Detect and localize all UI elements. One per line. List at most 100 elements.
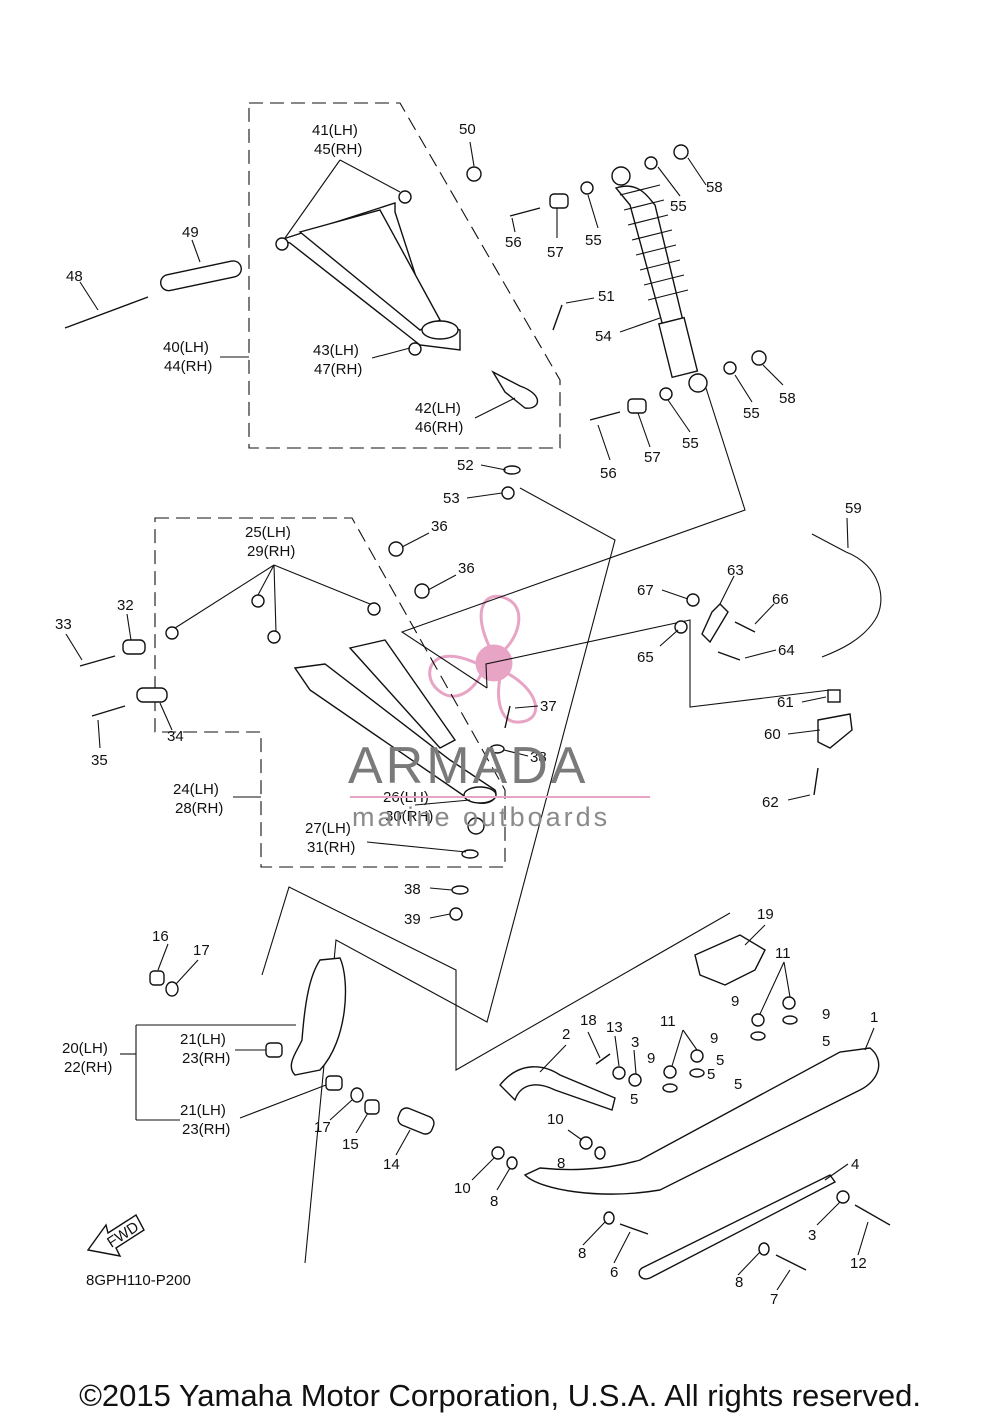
label-8c: 8 — [578, 1245, 586, 1262]
label-30: 30(RH) — [385, 808, 433, 825]
label-33: 33 — [55, 616, 72, 633]
nut-36b — [414, 583, 430, 599]
clip-61 — [827, 689, 841, 703]
label-61: 61 — [777, 694, 794, 711]
collar-55-top — [580, 181, 594, 195]
label-38b: 38 — [404, 881, 421, 898]
spindle-20 — [290, 957, 347, 1076]
label-16: 16 — [152, 928, 169, 945]
label-17b: 17 — [314, 1119, 331, 1136]
collar-29b — [267, 630, 281, 644]
bolt-56-bot — [589, 411, 621, 421]
label-8d: 8 — [735, 1274, 743, 1291]
washer-17b — [350, 1087, 364, 1103]
bolt-48 — [64, 296, 149, 329]
ski-1 — [523, 1047, 880, 1195]
label-9b: 9 — [822, 1006, 830, 1023]
lower-a-arm — [293, 639, 497, 804]
nut-11d — [782, 996, 796, 1010]
label-15: 15 — [342, 1136, 359, 1153]
label-22: 22(RH) — [64, 1059, 112, 1076]
label-53: 53 — [443, 490, 460, 507]
label-23a: 23(RH) — [182, 1050, 230, 1067]
bushing-57-top — [549, 193, 569, 209]
label-35: 35 — [91, 752, 108, 769]
label-55a: 55 — [585, 232, 602, 249]
label-41: 41(LH) — [312, 122, 358, 139]
nut-11a — [663, 1065, 677, 1079]
label-31: 31(RH) — [307, 839, 355, 856]
label-45: 45(RH) — [314, 141, 362, 158]
upper-a-arm — [277, 202, 461, 351]
label-32: 32 — [117, 597, 134, 614]
label-64: 64 — [778, 642, 795, 659]
label-36a: 36 — [431, 518, 448, 535]
label-46: 46(RH) — [415, 419, 463, 436]
collar-29 — [367, 602, 381, 616]
fwd-arrow-icon — [86, 1214, 145, 1257]
nut-58-top — [673, 144, 689, 160]
nut-11b — [690, 1049, 704, 1063]
washer-9a — [662, 1083, 678, 1093]
label-28: 28(RH) — [175, 800, 223, 817]
label-34: 34 — [167, 728, 184, 745]
nut-10b — [491, 1146, 505, 1160]
washer-17a — [165, 981, 179, 997]
label-38a: 38 — [530, 749, 547, 766]
label-7: 7 — [770, 1291, 778, 1308]
label-9d: 9 — [647, 1050, 655, 1067]
bushing-57-bot — [627, 398, 647, 414]
bolt-12 — [854, 1204, 891, 1226]
label-57a: 57 — [547, 244, 564, 261]
label-52: 52 — [457, 457, 474, 474]
label-9c: 9 — [710, 1030, 718, 1047]
label-58a: 58 — [706, 179, 723, 196]
label-8a: 8 — [557, 1155, 565, 1172]
bolt-7 — [775, 1254, 807, 1271]
ball-joint-27 — [467, 817, 485, 835]
bushing-21a — [265, 1042, 283, 1058]
washer-9b — [689, 1068, 705, 1078]
nut-58-bot — [751, 350, 767, 366]
label-23b: 23(RH) — [182, 1121, 230, 1138]
shock-absorber — [611, 166, 708, 393]
shaft-14 — [397, 1107, 435, 1135]
label-40: 40(LH) — [163, 339, 209, 356]
nut-11c — [751, 1013, 765, 1027]
copyright-notice: ©2015 Yamaha Motor Corporation, U.S.A. A… — [79, 1378, 921, 1413]
label-2: 2 — [562, 1026, 570, 1043]
label-6: 6 — [610, 1264, 618, 1281]
runner-4 — [638, 1174, 837, 1280]
label-9a: 9 — [731, 993, 739, 1010]
label-19: 19 — [757, 906, 774, 923]
label-51: 51 — [598, 288, 615, 305]
washer-31 — [461, 849, 479, 859]
nut-10a — [579, 1136, 593, 1150]
bushing-32 — [122, 639, 146, 655]
label-55b: 55 — [670, 198, 687, 215]
ref-line-link — [485, 619, 831, 708]
link-63 — [701, 603, 729, 644]
part-labels: 50 41(LH) 45(RH) 49 48 40(LH) 44(RH) 43(… — [55, 121, 878, 1308]
label-50: 50 — [459, 121, 476, 138]
nut-50 — [466, 166, 482, 182]
collar-55-top2 — [644, 156, 658, 170]
label-10a: 10 — [547, 1111, 564, 1128]
label-66: 66 — [772, 591, 789, 608]
bracket-60 — [817, 713, 853, 749]
nut-3b — [836, 1190, 850, 1204]
nut-13 — [612, 1066, 626, 1080]
washer-8a — [506, 1156, 518, 1170]
upper-arm-group-box — [248, 102, 561, 449]
washer-38b — [451, 885, 469, 895]
bolt-33 — [79, 655, 116, 667]
label-5e: 5 — [630, 1091, 638, 1108]
label-12: 12 — [850, 1255, 867, 1272]
washer-9c — [750, 1031, 766, 1041]
label-5d: 5 — [707, 1066, 715, 1083]
label-43: 43(LH) — [313, 342, 359, 359]
nut-39 — [449, 907, 463, 921]
label-10b: 10 — [454, 1180, 471, 1197]
label-63: 63 — [727, 562, 744, 579]
